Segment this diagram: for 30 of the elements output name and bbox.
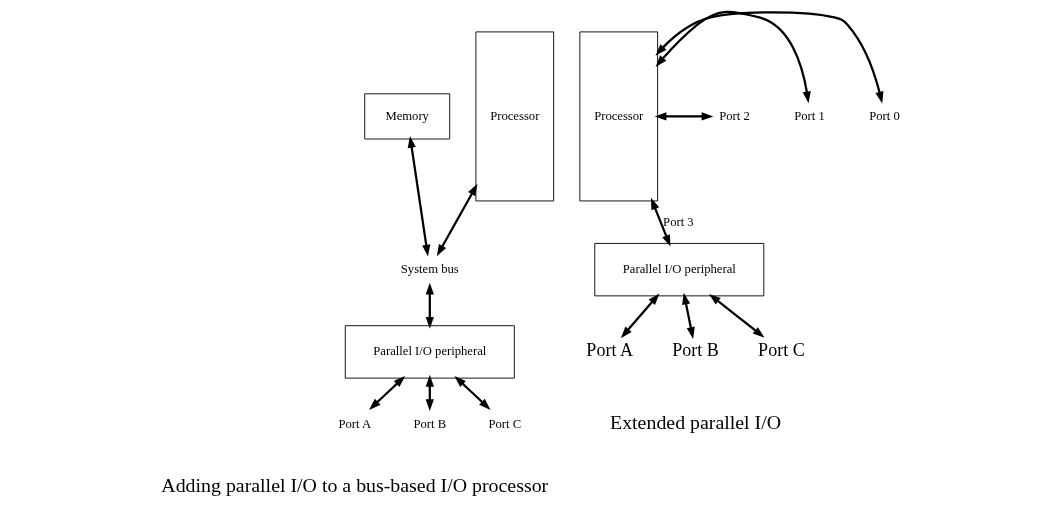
arrow [453, 375, 491, 410]
node-text: Port A [337, 416, 371, 431]
node-box: Parallel I/O peripheral [344, 325, 515, 379]
arrow [655, 10, 811, 104]
node-text: Port 2 [718, 108, 750, 123]
node-text: Port B [412, 416, 446, 431]
arrow [654, 112, 713, 121]
arrow [436, 183, 477, 257]
arrow [425, 282, 434, 329]
arrow [650, 197, 670, 247]
node-box: Processor [474, 31, 554, 202]
node-text: Port 1 [793, 108, 825, 123]
arrow [708, 293, 764, 338]
node-text: Port A [585, 340, 633, 361]
node-box: Memory [363, 93, 450, 140]
node-box: Parallel I/O peripheral [593, 243, 764, 297]
arrow [654, 11, 883, 104]
node-box: Processor [578, 31, 658, 202]
arrow [407, 135, 430, 257]
label: Extended parallel I/O [609, 411, 781, 434]
arrow [368, 375, 405, 410]
node-text: Port C [488, 416, 521, 431]
arrow [681, 292, 695, 339]
node-text: System bus [400, 261, 459, 276]
node-text: Port B [671, 340, 719, 361]
edge-label: Port 3 [662, 214, 694, 229]
label: Adding parallel I/O to a bus-based I/O processor [160, 473, 548, 496]
node-text: Port C [757, 340, 805, 361]
node-text: Port 0 [868, 108, 900, 123]
arrow [620, 293, 659, 339]
